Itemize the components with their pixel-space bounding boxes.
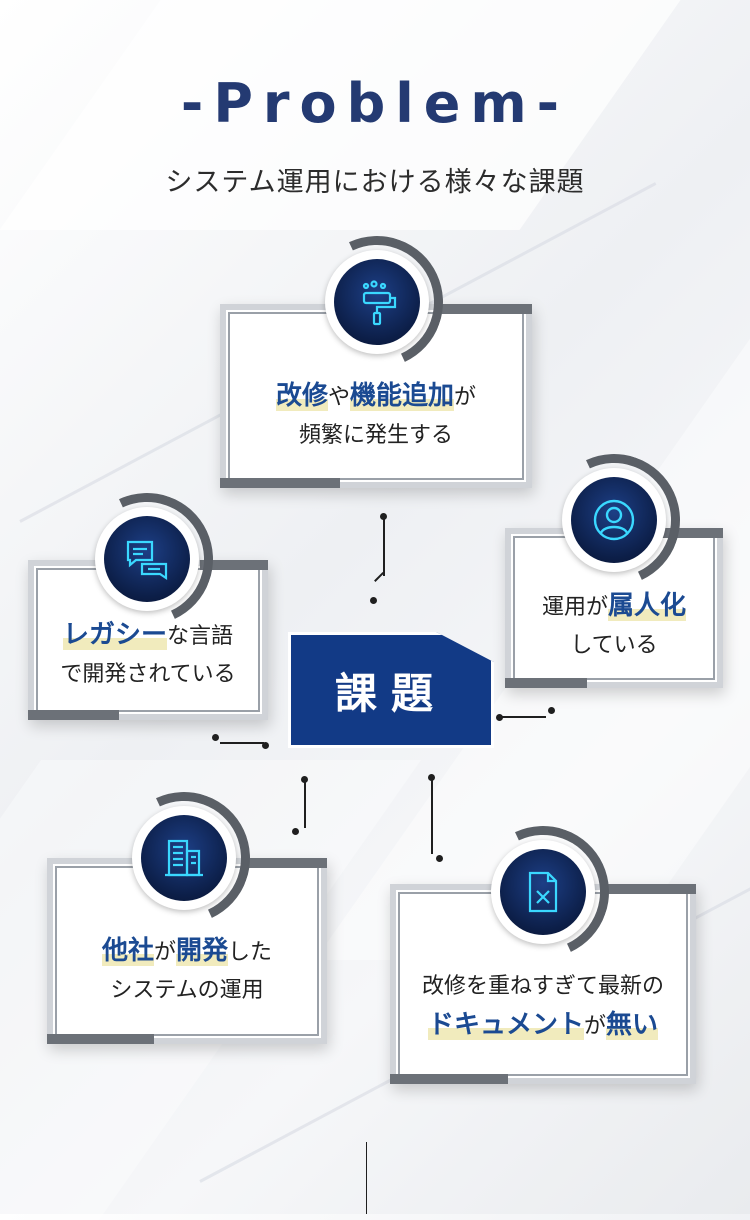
card-line-1: 運用が属人化 (541, 587, 687, 627)
highlight-text: レガシー (62, 620, 167, 650)
connector-dot (436, 855, 443, 862)
card-line-1: 他社が開発した (101, 932, 273, 972)
connector-dot (301, 776, 308, 783)
highlight-text: 機能追加 (350, 381, 455, 411)
center-label: 課題 (334, 668, 447, 718)
connector-dot (428, 774, 435, 781)
connector-dot (548, 707, 555, 714)
card-text: した (228, 940, 273, 965)
bottom-divider (366, 1142, 367, 1214)
card-text: や (327, 385, 350, 410)
highlight-text: 改修 (275, 381, 328, 411)
card-line-2: システムの運用 (110, 978, 264, 1003)
chat-bubbles-icon-badge (62, 474, 232, 644)
connector-line (383, 516, 385, 576)
connector-line (502, 716, 546, 718)
connector-line (304, 780, 306, 828)
connector-dot (292, 828, 299, 835)
page-title: -Problem- (180, 72, 570, 135)
card-text: が (454, 385, 477, 410)
chat-bubbles-icon (104, 516, 190, 602)
connector-dot (496, 714, 503, 721)
highlight-text: 属人化 (608, 591, 687, 621)
problem-card-legacy: レガシーな言語 で開発されている (28, 560, 268, 720)
card-text: が (153, 940, 176, 965)
card-line-2: で開発されている (60, 662, 236, 687)
highlight-text: 他社 (101, 936, 154, 966)
building-icon (141, 815, 227, 901)
card-line-2: ドキュメントが無い (427, 1006, 659, 1046)
connector-line (220, 742, 264, 744)
document-x-icon-badge (458, 807, 628, 977)
card-line-2: している (570, 633, 658, 658)
card-text: が (583, 1014, 606, 1039)
center-issue-box: 課題 (288, 632, 494, 748)
card-text: 運用が (541, 595, 608, 620)
building-icon-badge (99, 773, 269, 943)
card-line-2: 頻繁に発生する (298, 423, 453, 448)
document-x-icon (500, 849, 586, 935)
highlight-text: ドキュメント (427, 1010, 584, 1040)
connector-dot (212, 734, 219, 741)
connector-dot (262, 742, 269, 749)
card-line-1: レガシーな言語 (62, 616, 234, 656)
card-line-1: 改修を重ねすぎて最新の (421, 974, 664, 999)
person-icon (571, 477, 657, 563)
paint-roller-icon (334, 259, 420, 345)
page-subtitle: システム運用における様々な課題 (165, 167, 585, 198)
highlight-text: 無い (606, 1010, 659, 1040)
person-icon-badge (529, 435, 699, 605)
connector-line (431, 778, 433, 854)
connector-dot (370, 597, 377, 604)
paint-roller-icon-badge (292, 217, 462, 387)
card-text: な言語 (167, 624, 234, 649)
card-line-1: 改修や機能追加が (275, 377, 477, 417)
highlight-text: 開発 (176, 936, 229, 966)
connector-line (374, 572, 384, 582)
connector-dot (380, 513, 387, 520)
